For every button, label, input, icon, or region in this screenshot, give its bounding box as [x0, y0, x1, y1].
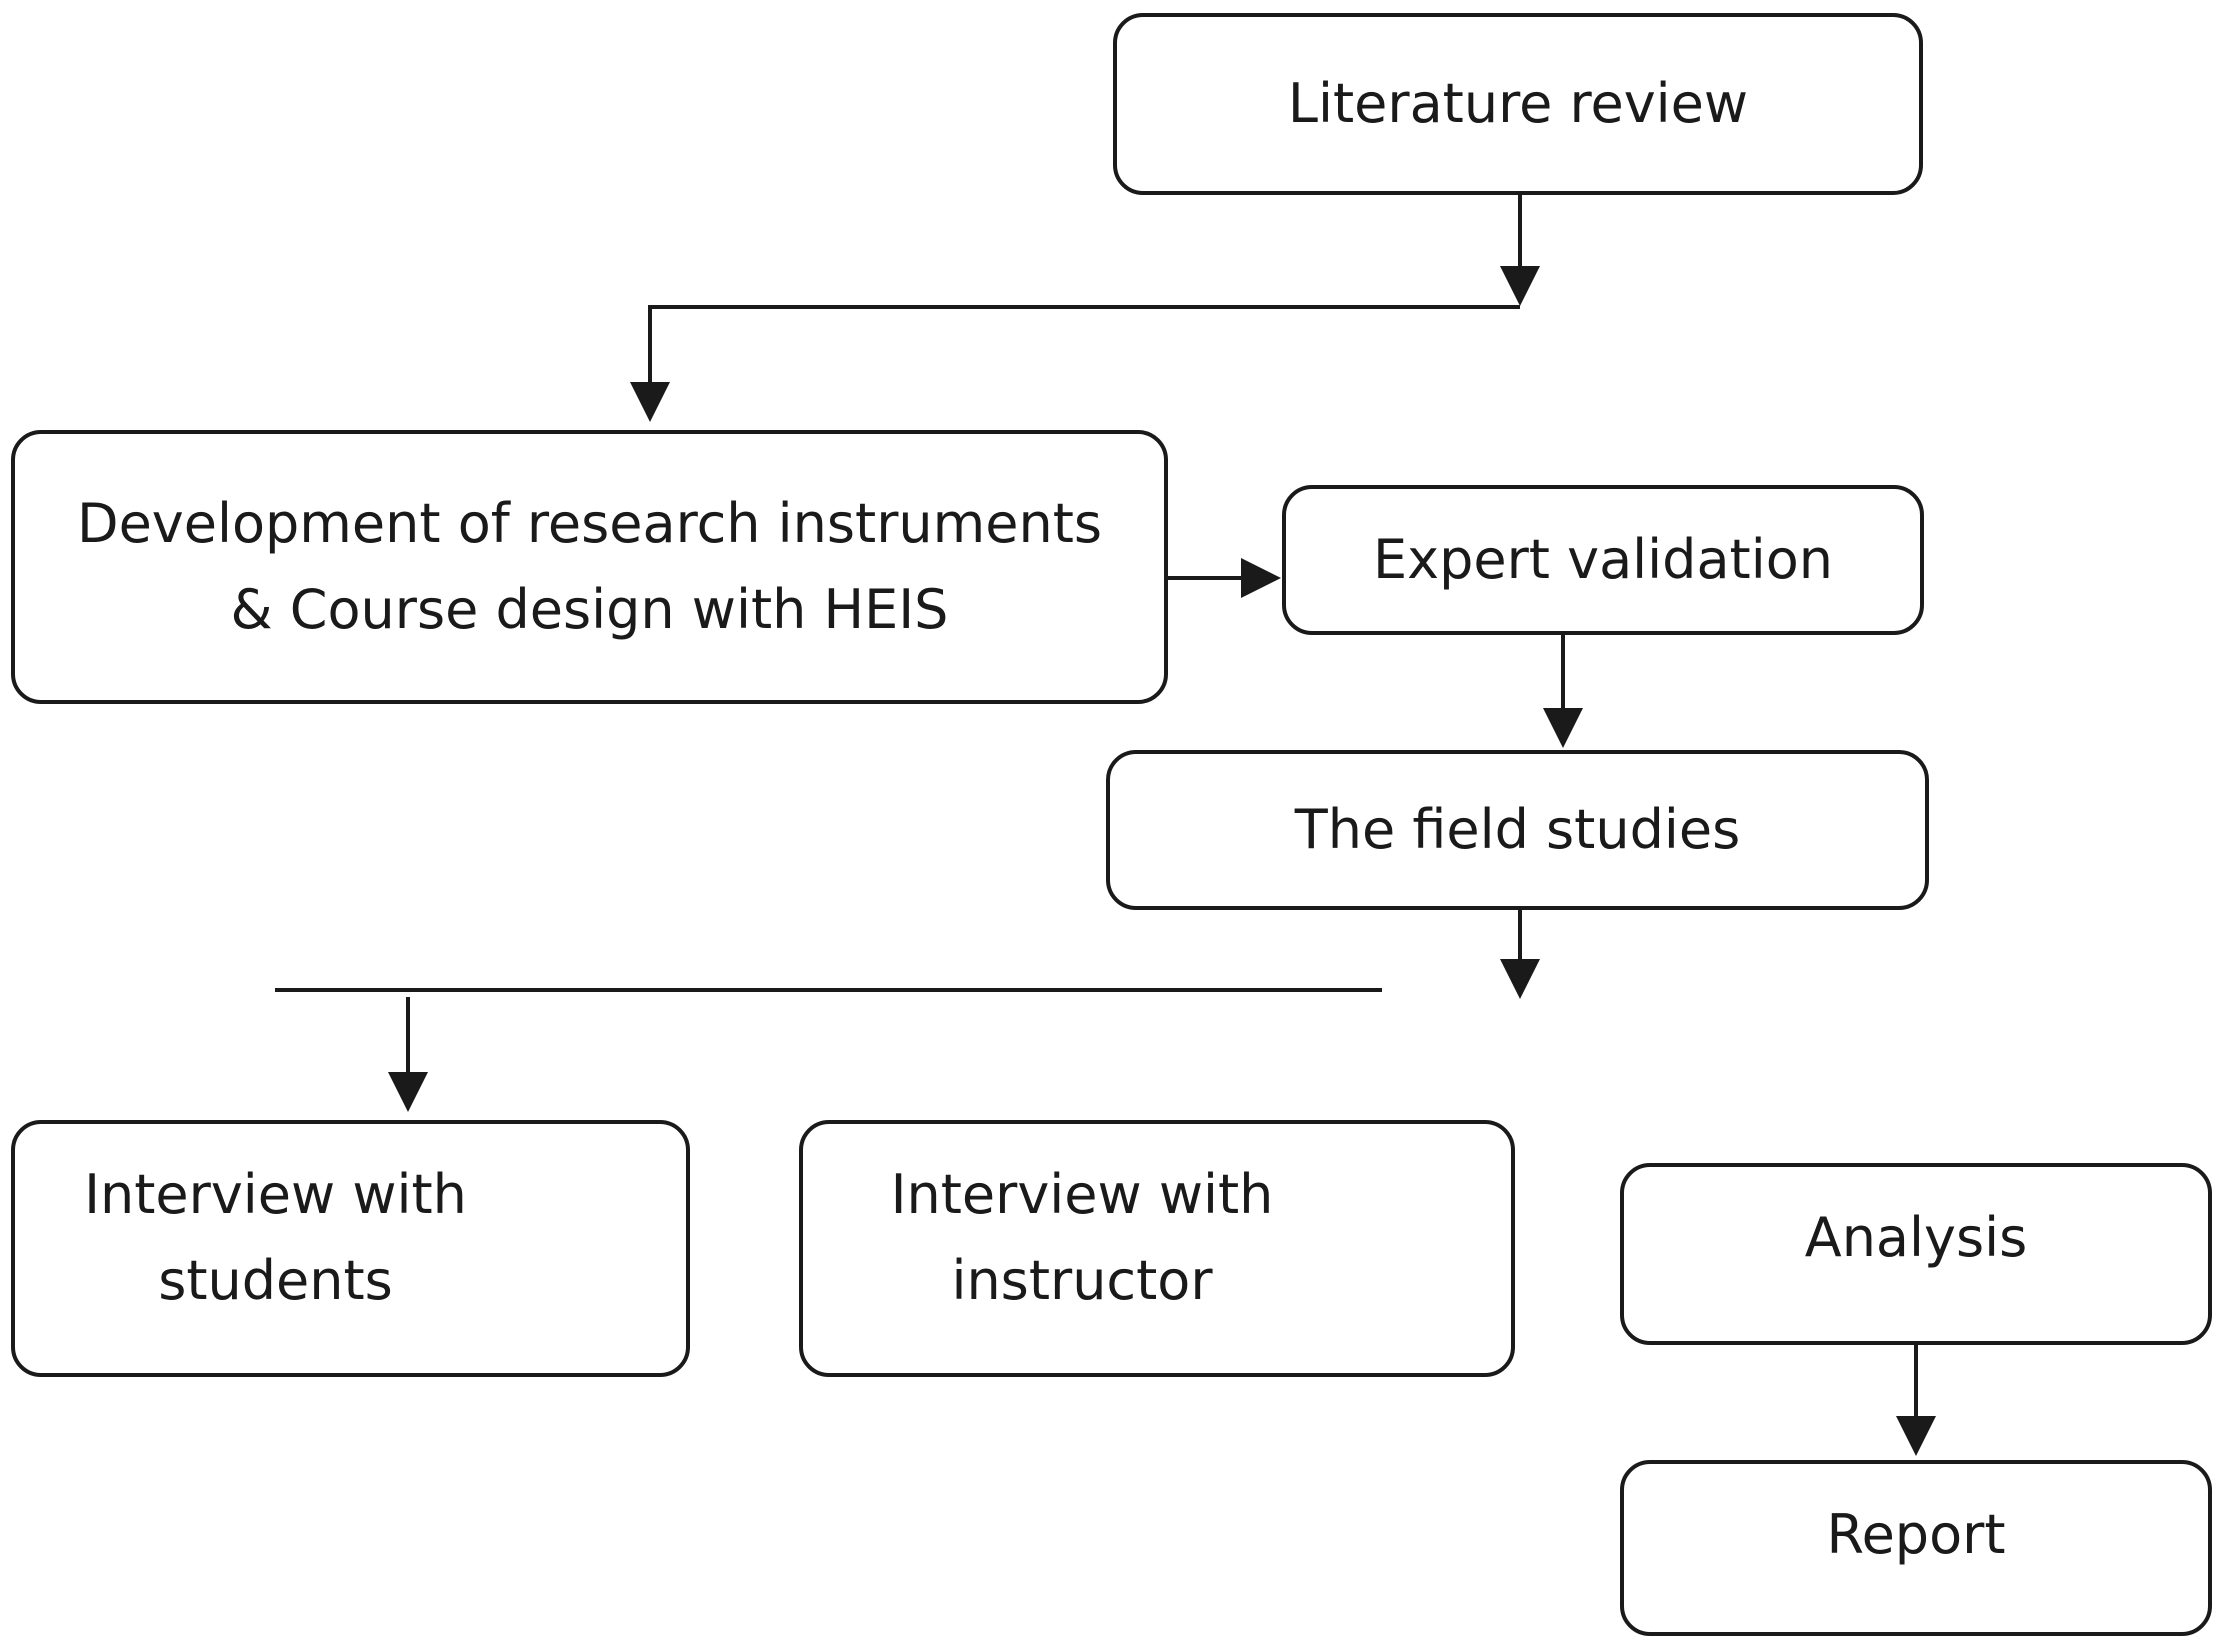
node-expert-validation: Expert validation [1282, 485, 1924, 635]
node-literature-review-label: Literature review [1287, 71, 1749, 135]
node-analysis-label: Analysis [1804, 1206, 2028, 1269]
node-literature-review: Literature review [1113, 13, 1923, 195]
node-expert-validation-label: Expert validation [1373, 527, 1833, 591]
node-field-studies-label: The field studies [1294, 797, 1741, 861]
node-field-studies: The field studies [1106, 750, 1929, 910]
node-interview-students: Interview with students [11, 1120, 690, 1377]
arrow-junction-to-development [630, 305, 1520, 422]
node-interview-instructor: Interview with instructor [799, 1120, 1515, 1377]
node-development: Development of research instruments & Co… [11, 430, 1168, 704]
node-analysis: Analysis [1620, 1163, 2212, 1345]
node-interview-instructor-label: Interview with instructor [890, 1163, 1274, 1313]
node-report-label: Report [1826, 1503, 2006, 1566]
node-interview-students-label: Interview with students [84, 1163, 467, 1313]
node-report: Report [1620, 1460, 2212, 1636]
node-development-label: Development of research instruments & Co… [77, 491, 1102, 641]
